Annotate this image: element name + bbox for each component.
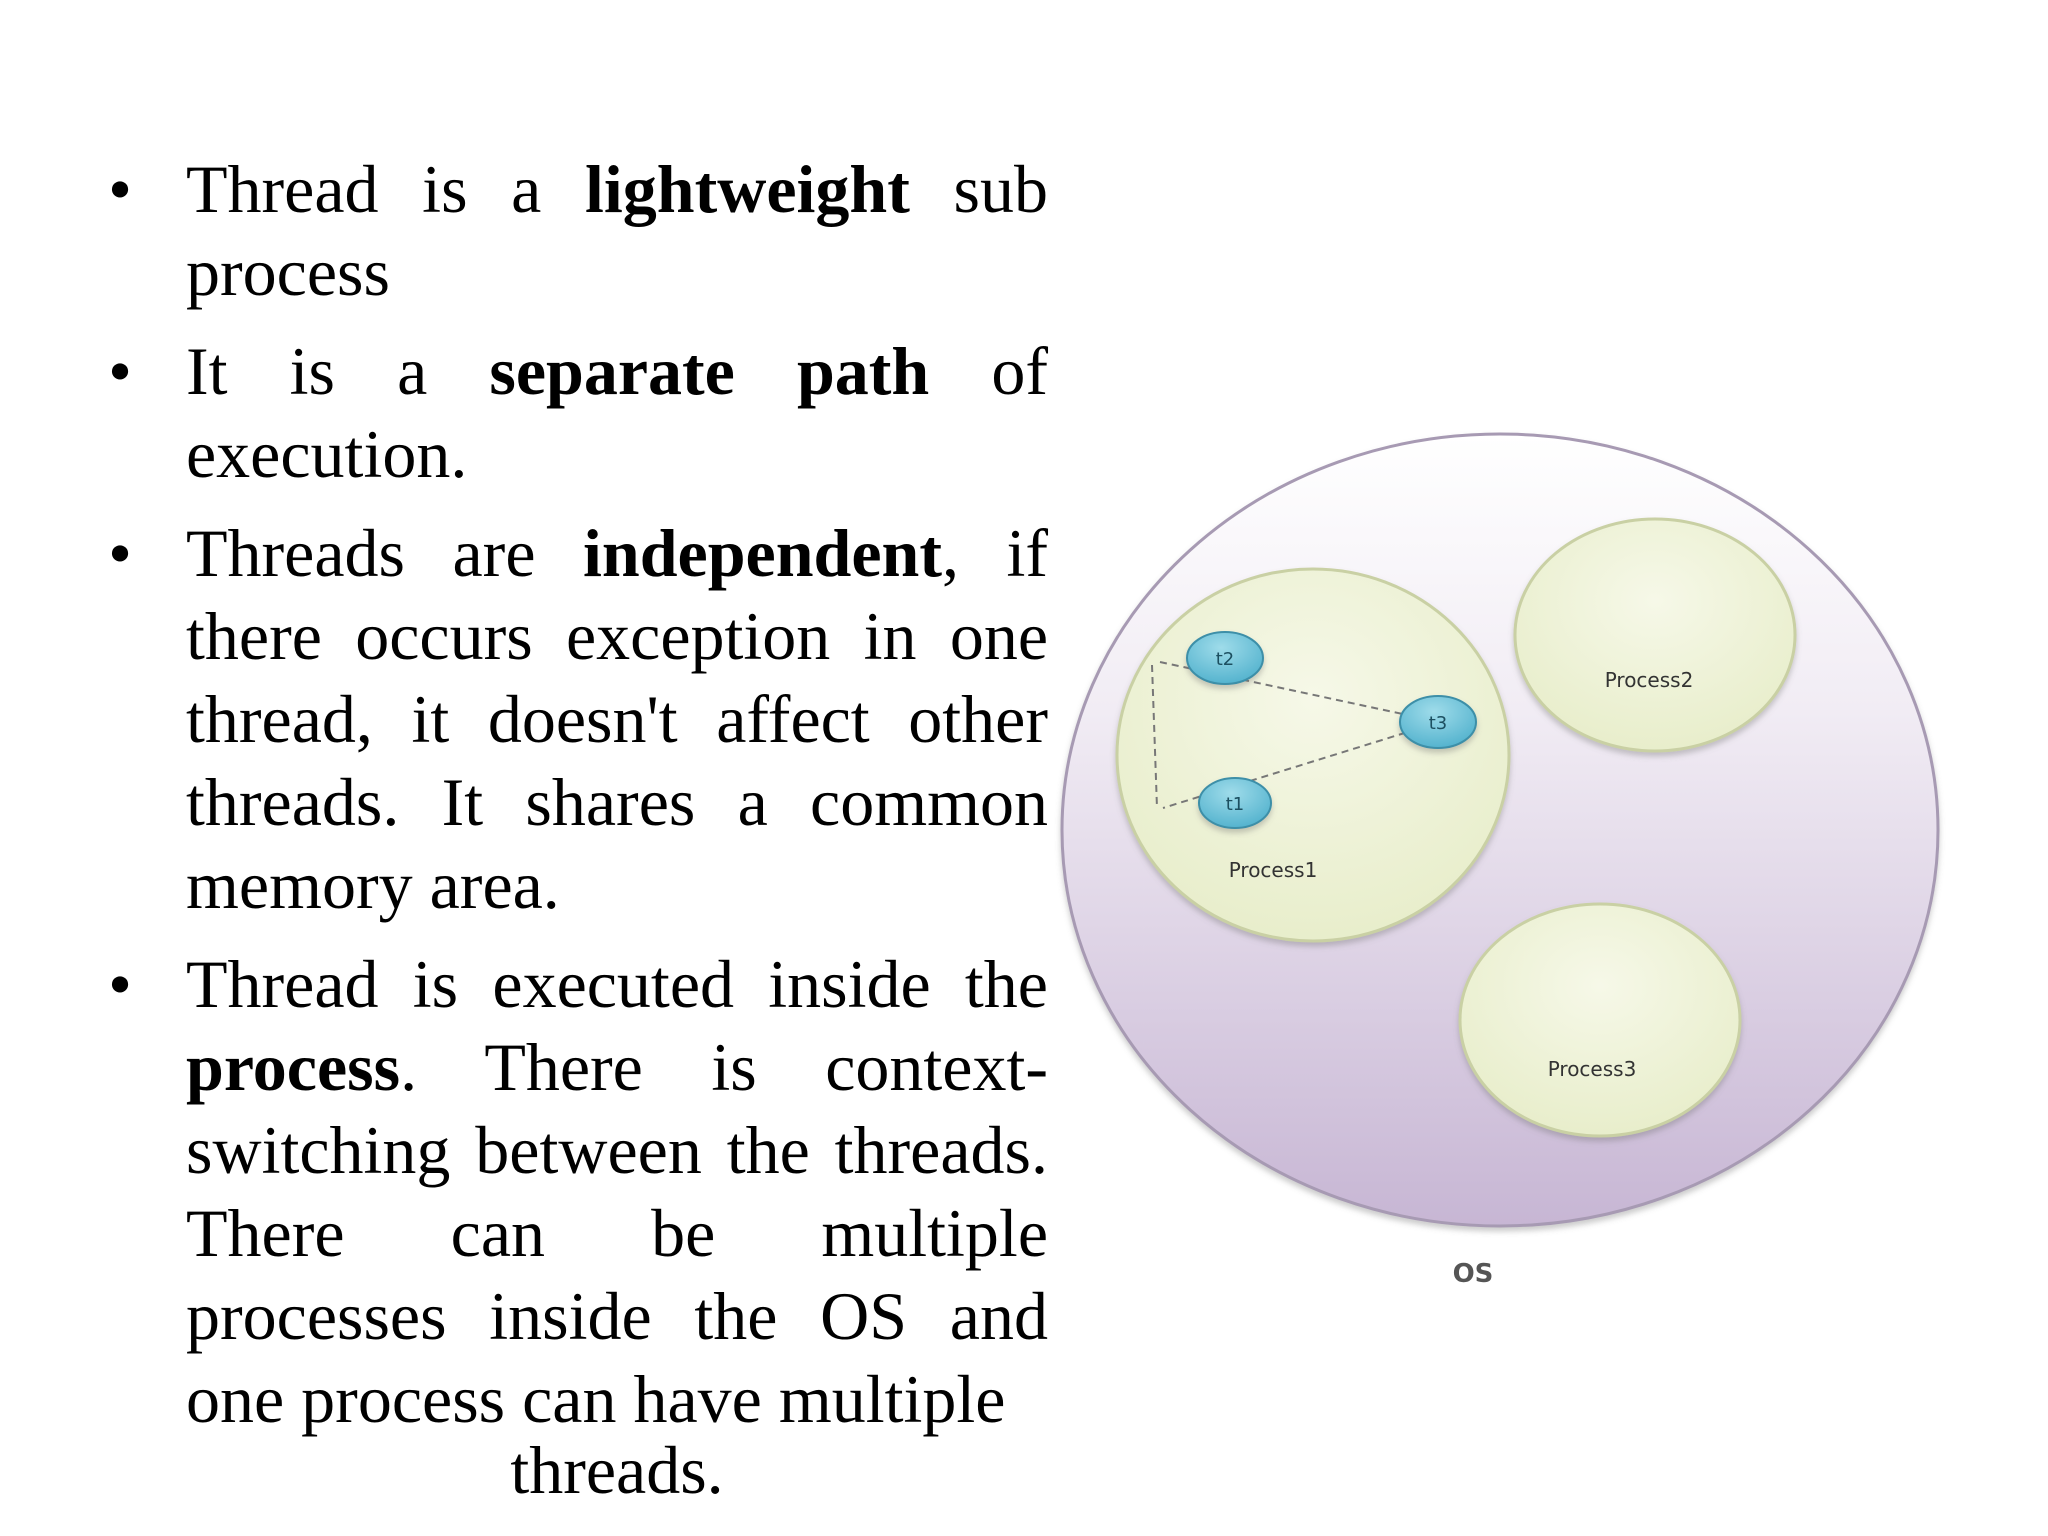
text-run: Threads are bbox=[186, 515, 583, 591]
bullet-text: Thread is executed inside the process. T… bbox=[186, 946, 1048, 1437]
text-run: It is a bbox=[186, 333, 490, 409]
thread-t1 bbox=[1198, 777, 1272, 829]
os-process-diagram: t2 t3 t1 Process1 Process2 Process3 OS bbox=[1060, 432, 1940, 1289]
bullet-dot: • bbox=[108, 515, 132, 591]
bullet-text: It is a separate path of execution. bbox=[186, 333, 1048, 492]
text-run: of execution. bbox=[186, 333, 1048, 492]
bullet-dot: • bbox=[108, 333, 132, 409]
process2-label: Process2 bbox=[1605, 668, 1694, 692]
bold-term: lightweight bbox=[584, 151, 910, 227]
bullet-item: • Thread is a lightweight sub process bbox=[100, 148, 1048, 314]
text-run: Thread is executed inside the bbox=[186, 946, 1048, 1022]
text-run: Thread is a bbox=[186, 151, 585, 227]
thread-label-t3: t3 bbox=[1429, 713, 1448, 734]
process1-circle bbox=[1115, 567, 1511, 943]
text-run: , if there occurs exception in one threa… bbox=[186, 515, 1049, 923]
os-label: OS bbox=[1453, 1259, 1494, 1289]
bullet-item: • It is a separate path of execution. bbox=[100, 330, 1048, 496]
thread-t3 bbox=[1399, 695, 1477, 749]
process2-circle bbox=[1513, 517, 1797, 753]
process1-label: Process1 bbox=[1229, 858, 1318, 882]
thread-label-t1: t1 bbox=[1226, 794, 1245, 815]
bullet-text: Threads are independent, if there occurs… bbox=[186, 515, 1048, 923]
thread-label-t2: t2 bbox=[1216, 649, 1235, 670]
thread-t2 bbox=[1186, 631, 1264, 685]
text-run: . There is context-switching between the… bbox=[186, 1029, 1048, 1437]
bullet-item: • Thread is executed inside the process.… bbox=[100, 943, 1048, 1512]
bullet-text: Thread is a lightweight sub process bbox=[186, 151, 1048, 310]
bullet-tail: threads. bbox=[510, 1432, 724, 1508]
bullet-dot: • bbox=[108, 151, 132, 227]
process3-label: Process3 bbox=[1548, 1057, 1637, 1081]
bold-term: independent bbox=[582, 515, 942, 591]
bullet-dot: • bbox=[108, 946, 132, 1022]
text-run: sub process bbox=[186, 151, 1048, 310]
bold-term: separate path bbox=[489, 333, 930, 409]
bold-term: process bbox=[186, 1029, 401, 1105]
process3-circle bbox=[1458, 902, 1742, 1138]
bullet-list: • Thread is a lightweight sub process • … bbox=[100, 148, 1048, 1528]
bullet-item: • Threads are independent, if there occu… bbox=[100, 512, 1048, 927]
